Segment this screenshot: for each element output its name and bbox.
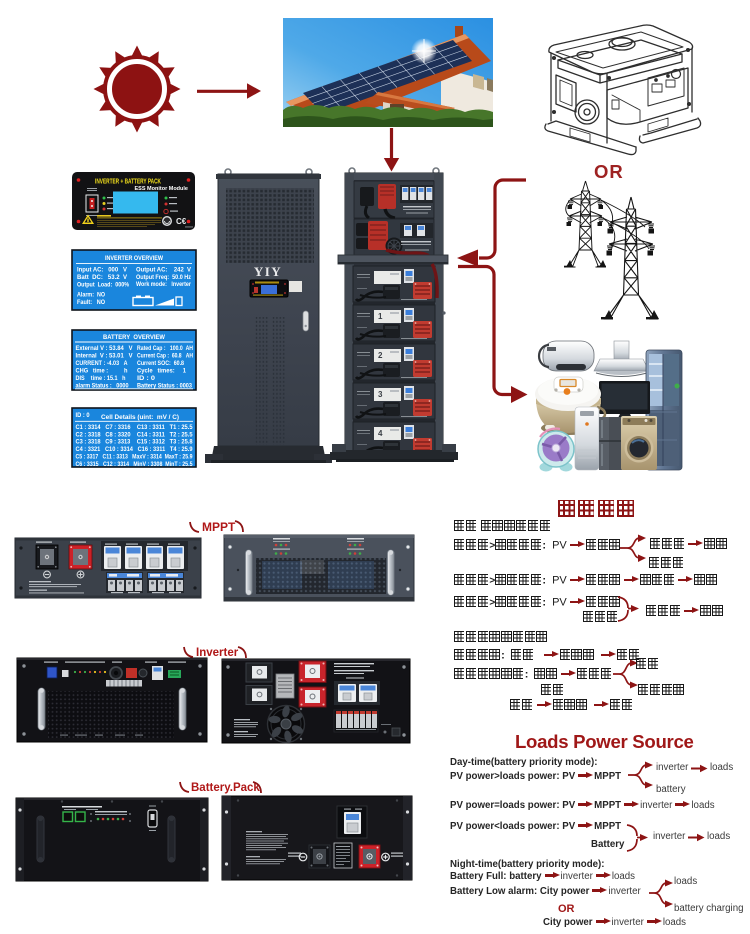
svg-text:Internal V : 53.01 V: Internal V : 53.01 V xyxy=(76,353,134,360)
svg-text:C4 : 3321 C10 : 3314 C16 :: C4 : 3321 C10 : 3314 C16 : 3311 T4 : 25.… xyxy=(76,446,194,453)
svg-text:INVERTER + BATTERY PACK: INVERTER + BATTERY PACK xyxy=(95,177,161,186)
svg-text:Inverter: Inverter xyxy=(196,647,239,659)
svg-text:DIS time : 15.1 h: DIS time : 15.1 h xyxy=(76,375,126,382)
svg-text:Cycle times: 1: Cycle times: 1 xyxy=(137,368,187,375)
svg-text:Output Freq: 50.0 Hz: Output Freq: 50.0 Hz xyxy=(136,274,191,281)
svg-text:4: 4 xyxy=(378,429,383,438)
svg-text:3: 3 xyxy=(378,390,383,399)
svg-text:C€: C€ xyxy=(176,217,187,226)
svg-text:C1 : 3314 C7 : 3316 C13 :: C1 : 3314 C7 : 3316 C13 : 3311 T1 : 25.5 xyxy=(76,424,194,431)
svg-text:C5 : 3317 C11 : 3313 MaxV: C5 : 3317 C11 : 3313 MaxV : 3314 MaxT : … xyxy=(76,453,193,460)
svg-text:Battery Status : 0003: Battery Status : 0003 xyxy=(137,383,192,390)
svg-text:ID : 0: ID : 0 xyxy=(76,412,90,419)
svg-text:Fault: NO: Fault: NO xyxy=(77,299,105,306)
svg-text:2: 2 xyxy=(378,351,383,360)
svg-text:Rated Cap : 100.0 AH: Rated Cap : 100.0 AH xyxy=(137,345,193,352)
svg-text:Work mode: Inverter: Work mode: Inverter xyxy=(136,281,192,288)
svg-text:Batt DC: 53.2 V: Batt DC: 53.2 V xyxy=(77,274,128,281)
svg-text:ESS Monitor Module: ESS Monitor Module xyxy=(135,186,188,192)
svg-text:Battery.Pack: Battery.Pack xyxy=(191,782,260,794)
svg-text:YIY: YIY xyxy=(254,264,282,279)
svg-text:C3 : 3318 C9 : 3313 C15 :: C3 : 3318 C9 : 3313 C15 : 3312 T3 : 25.8 xyxy=(76,439,194,446)
svg-text:C6 : 3315 C12 : 3314 MinV: C6 : 3315 C12 : 3314 MinV : 3308 MinT : … xyxy=(76,461,193,468)
svg-text:Alarm: NO: Alarm: NO xyxy=(77,292,105,299)
svg-text:alarm Status : 0000: alarm Status : 0000 xyxy=(76,383,129,390)
svg-text:Output Load: 000%: Output Load: 000% xyxy=(77,282,129,289)
svg-text:BATTERY OVERVIEW: BATTERY OVERVIEW xyxy=(103,334,165,341)
svg-text:ID : 0: ID : 0 xyxy=(137,375,156,382)
svg-text:Output AC: 242 V: Output AC: 242 V xyxy=(136,267,192,274)
svg-text:OR: OR xyxy=(594,161,624,182)
svg-text:INVERTER OVERVIEW: INVERTER OVERVIEW xyxy=(105,255,163,262)
svg-text:1: 1 xyxy=(378,312,383,321)
svg-text:CURRENT : -4.03 A: CURRENT : -4.03 A xyxy=(76,360,128,367)
svg-text:CHG time : h: CHG time : h xyxy=(76,368,128,375)
svg-text:C2 : 3318 C8 : 3320 C14 :: C2 : 3318 C8 : 3320 C14 : 3311 T2 : 25.5 xyxy=(76,431,194,438)
svg-text:External V : 53.84 V: External V : 53.84 V xyxy=(76,345,134,352)
svg-text:Current SOC: 60.8: Current SOC: 60.8 xyxy=(137,360,184,367)
svg-text:Input AC: 000 V: Input AC: 000 V xyxy=(77,267,128,274)
svg-text:Current Cap : 60.8 AH: Current Cap : 60.8 AH xyxy=(137,353,193,360)
svg-text:MPPT: MPPT xyxy=(202,520,236,534)
svg-text:Cell Details (uint: mV / C): Cell Details (uint: mV / C) xyxy=(101,414,179,421)
